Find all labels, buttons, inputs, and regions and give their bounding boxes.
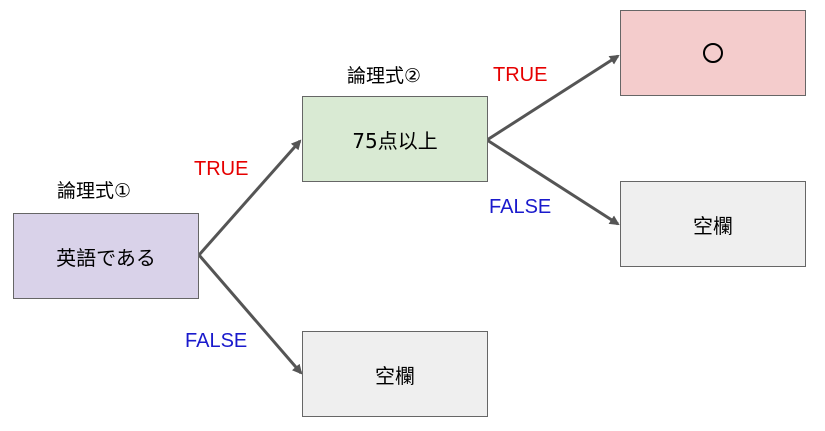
arrow-english-to-score xyxy=(197,139,302,256)
blank-upper-node: 空欄 xyxy=(620,181,806,267)
english-node-label: 英語である xyxy=(56,245,156,270)
english-node: 英語である xyxy=(13,213,199,299)
arrow-score-to-circle xyxy=(486,54,620,142)
circle-node: ○ xyxy=(620,10,806,96)
blank-lower-node: 空欄 xyxy=(302,331,488,417)
english-true-label: TRUE xyxy=(194,158,249,180)
arrow-english-to-blank-lower xyxy=(197,254,303,375)
score-false-label: FALSE xyxy=(489,196,552,218)
condition2-caption: 論理式② xyxy=(347,65,422,87)
english-false-label: FALSE xyxy=(185,330,248,352)
condition1-caption: 論理式① xyxy=(57,180,132,202)
blank-upper-node-label: 空欄 xyxy=(693,213,733,238)
score-true-label: TRUE xyxy=(493,64,548,86)
score-node: 75点以上 xyxy=(302,96,488,182)
score-node-label: 75点以上 xyxy=(352,128,438,153)
blank-lower-node-label: 空欄 xyxy=(375,363,415,388)
arrow-score-to-blank-upper xyxy=(486,138,620,226)
circle-symbol-icon xyxy=(703,43,723,63)
